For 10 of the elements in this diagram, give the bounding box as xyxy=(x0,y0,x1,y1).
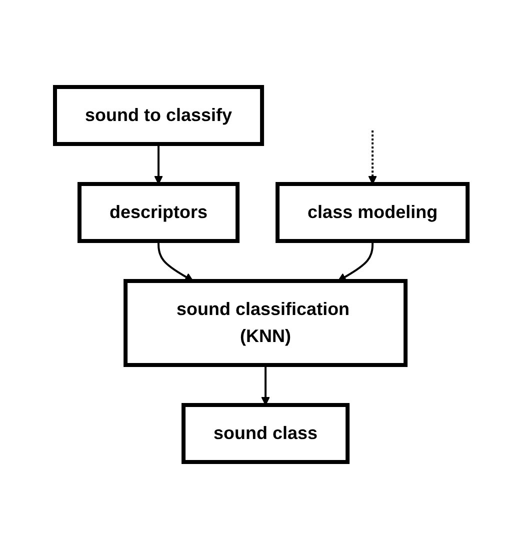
arrow xyxy=(337,240,374,281)
node-box: sound classification (KNN) xyxy=(123,278,408,366)
arrow xyxy=(154,144,163,184)
arrow xyxy=(157,240,194,281)
arrow xyxy=(368,130,377,184)
node-box: sound to classify xyxy=(52,84,264,146)
node-box: descriptors xyxy=(77,182,240,242)
node-box: class modeling xyxy=(275,182,470,242)
node-box: sound class xyxy=(181,402,350,464)
arrow xyxy=(260,364,270,405)
